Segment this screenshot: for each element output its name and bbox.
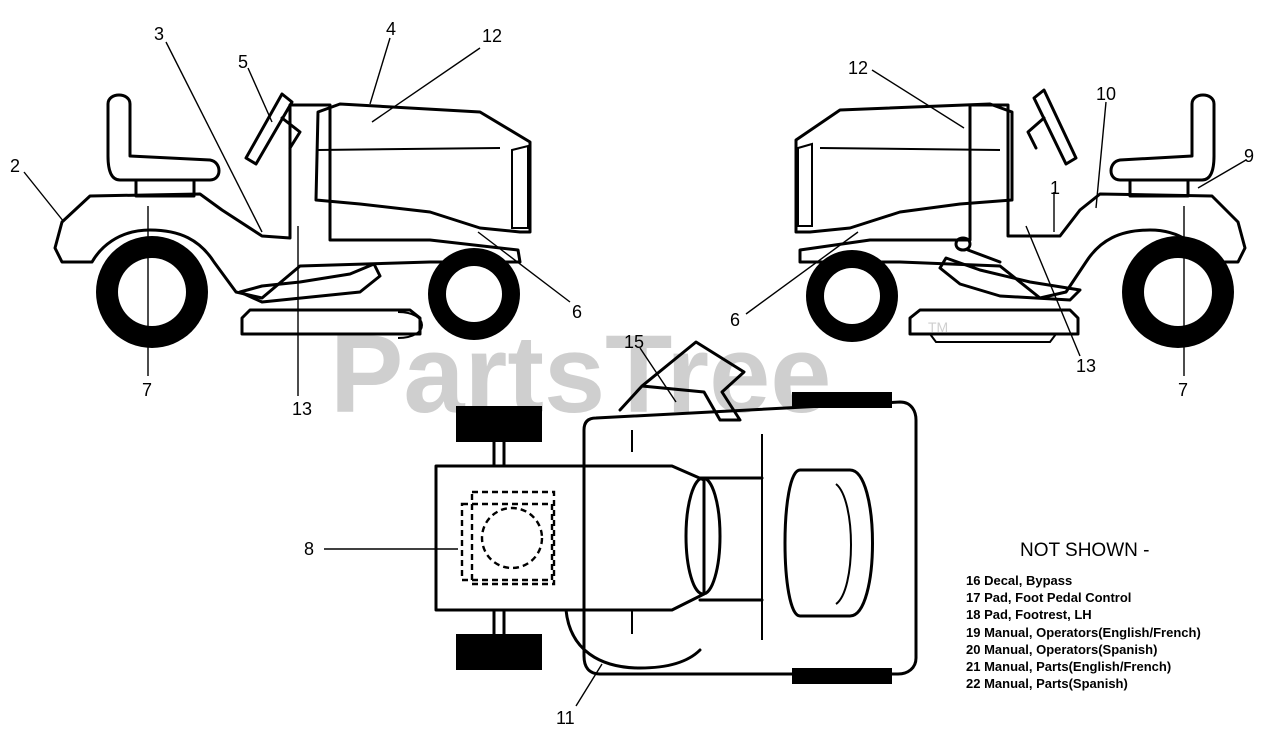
- right-seat-base: [1128, 178, 1190, 198]
- list-item: 21 Manual, Parts(English/French): [966, 659, 1172, 675]
- callout-label: 10: [1096, 84, 1116, 104]
- top-dash: [698, 476, 764, 602]
- left-hood-line: [317, 147, 501, 151]
- callout-label: 9: [1244, 146, 1254, 166]
- right-side-view: 12 10 9 1 6 13 7: [730, 58, 1254, 400]
- top-mower-deck: [564, 608, 702, 670]
- callout-label: 11: [556, 708, 575, 728]
- callout-label: 12: [848, 58, 868, 78]
- right-seat: [1109, 93, 1216, 182]
- list-item: 20 Manual, Operators(Spanish): [966, 641, 1158, 657]
- callout-label: 12: [482, 26, 502, 46]
- left-steering-wheel: [244, 92, 294, 166]
- callout-label: 7: [142, 380, 152, 400]
- top-steering-wheel: [684, 476, 722, 596]
- left-grille: [511, 144, 529, 229]
- right-mower-deck: [908, 308, 1080, 336]
- not-shown-list: 16 Decal, Bypass 17 Pad, Foot Pedal Cont…: [966, 572, 1266, 692]
- watermark-trademark: TM: [928, 319, 948, 335]
- left-seat-base: [134, 178, 196, 198]
- left-seat: [106, 93, 221, 182]
- right-footrest: [938, 256, 1082, 302]
- right-deck-chute: [929, 333, 1057, 343]
- callout-label: 8: [304, 539, 314, 559]
- top-seat-decal-area: [460, 502, 554, 582]
- callout-label: 3: [154, 24, 164, 44]
- callout-label: 15: [624, 332, 644, 352]
- top-seat-circle: [480, 506, 544, 570]
- callout-label: 2: [10, 156, 20, 176]
- top-decal-flag: [618, 340, 746, 422]
- top-seat-outline: [470, 490, 556, 586]
- not-shown-title: NOT SHOWN -: [1020, 540, 1150, 561]
- top-rear-body: [434, 464, 706, 612]
- top-rear-tire-upper: [456, 406, 542, 442]
- watermark: PartsTree: [330, 313, 831, 436]
- right-grille: [797, 142, 813, 227]
- top-engine-cover: [783, 468, 874, 618]
- right-hood-line: [819, 147, 1001, 151]
- left-deck-chute: [397, 311, 423, 339]
- top-front-tire-lower: [792, 668, 892, 684]
- right-hood: [794, 102, 1014, 234]
- not-shown-notes: NOT SHOWN - 16 Decal, Bypass 17 Pad, Foo…: [966, 540, 1266, 692]
- left-side-view: 2 3 4 5 12 6 7 13: [10, 19, 582, 419]
- list-item: 17 Pad, Foot Pedal Control: [966, 590, 1132, 606]
- list-item: 16 Decal, Bypass: [966, 573, 1073, 588]
- callout-label: 13: [1076, 356, 1096, 376]
- top-view: 15 8 11: [304, 332, 918, 728]
- right-steering-wheel: [1032, 88, 1078, 166]
- callout-label: 13: [292, 399, 312, 419]
- left-body: [53, 103, 522, 300]
- callout-label: 4: [386, 19, 396, 39]
- callout-label: 6: [572, 302, 582, 322]
- callout-label: 6: [730, 310, 740, 330]
- list-item: 18 Pad, Footrest, LH: [966, 607, 1092, 623]
- left-hood: [314, 102, 532, 234]
- callout-label: 7: [1178, 380, 1188, 400]
- top-hood: [582, 400, 918, 676]
- callout-label: 5: [238, 52, 248, 72]
- callout-label: 1: [1050, 178, 1060, 198]
- list-item: 22 Manual, Parts(Spanish): [966, 676, 1128, 692]
- right-pedal: [954, 236, 1002, 264]
- top-rear-tire-lower: [456, 634, 542, 670]
- left-steering-column: [280, 116, 302, 150]
- list-item: 19 Manual, Operators(English/French): [966, 624, 1201, 640]
- right-steering-column: [1026, 116, 1046, 150]
